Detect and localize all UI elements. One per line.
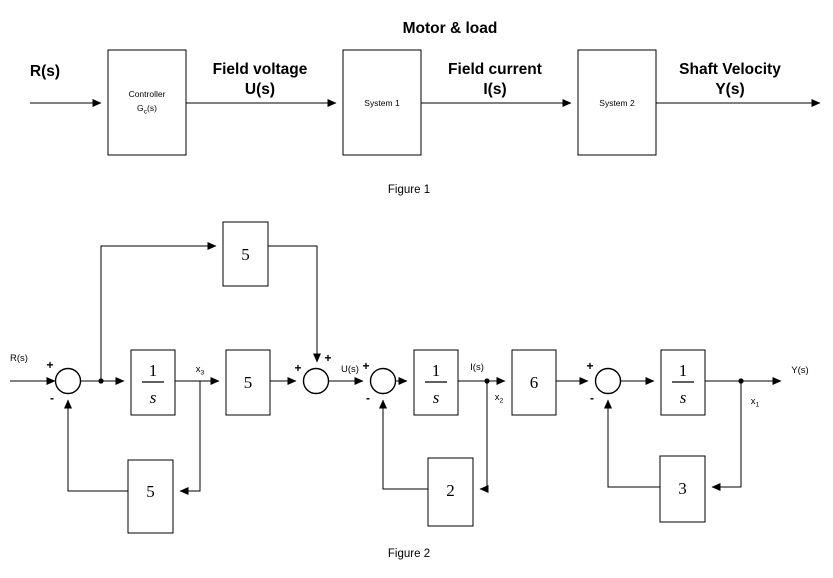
fig2-summing-junction-3 bbox=[369, 367, 397, 395]
integrator2-numerator: 1 bbox=[432, 361, 441, 380]
fig2-wire-top-gain-to-sum2 bbox=[268, 245, 321, 363]
integrator1-denominator: s bbox=[150, 388, 157, 407]
controller-label-line1: Controller bbox=[129, 89, 166, 99]
field-current-label-line1: Field current bbox=[448, 61, 542, 78]
shaft-velocity-label-line1: Shaft Velocity bbox=[679, 61, 781, 78]
fig2-block-feedback-5 bbox=[127, 459, 174, 534]
fig1-block-system1 bbox=[342, 49, 422, 156]
feedback-5-label: 5 bbox=[146, 482, 155, 501]
fig1-input-label: R(s) bbox=[30, 63, 60, 80]
fig2-wire-feedback2-to-sum3 bbox=[379, 399, 428, 490]
x2-symbol: x bbox=[495, 392, 500, 403]
shaft-velocity-label-line2: Y(s) bbox=[715, 81, 744, 98]
fig2-summing-junction-4 bbox=[594, 367, 622, 395]
fig2-wire-feedback3-to-sum4 bbox=[604, 399, 660, 488]
fig2-summing-junction-1 bbox=[54, 367, 82, 395]
integrator1-numerator: 1 bbox=[149, 361, 158, 380]
integrator2-denominator: s bbox=[433, 388, 440, 407]
field-current-label-line2: I(s) bbox=[483, 81, 506, 98]
fig2-block-feedback-3 bbox=[659, 455, 706, 523]
sum3-minus-sign: - bbox=[366, 391, 370, 405]
figure-1-group: Motor & load R(s) Controller Gc(s) Field… bbox=[30, 20, 821, 196]
controller-s-paren: (s) bbox=[147, 103, 157, 113]
sum4-minus-sign: - bbox=[590, 391, 594, 405]
fig2-block-gain-forward-5 bbox=[225, 349, 271, 416]
integrator3-numerator: 1 bbox=[679, 361, 688, 380]
fig2-summing-junction-2 bbox=[302, 367, 330, 395]
fig2-output-label: Y(s) bbox=[791, 365, 808, 376]
controller-c-subscript: c bbox=[144, 108, 148, 115]
fig2-block-gain-6 bbox=[511, 349, 557, 416]
x3-subscript: 3 bbox=[200, 369, 204, 376]
fig2-wire-x3-to-feedback5 bbox=[179, 381, 201, 495]
x3-symbol: x bbox=[196, 364, 201, 375]
figure-2-caption: Figure 2 bbox=[388, 548, 430, 560]
x1-subscript: 1 bbox=[755, 401, 759, 408]
node-label-u: U(s) bbox=[341, 364, 359, 375]
sum1-plus-sign: + bbox=[46, 358, 53, 372]
controller-label-line2: Gc(s) bbox=[137, 103, 157, 115]
fig2-input-label: R(s) bbox=[10, 353, 28, 364]
sum3-plus-sign: + bbox=[362, 359, 369, 373]
gain-forward-5-label: 5 bbox=[244, 373, 253, 392]
sum2-plus-top-sign: + bbox=[324, 351, 331, 365]
state-label-x1: x1 bbox=[751, 396, 760, 408]
sum1-minus-sign: - bbox=[50, 391, 54, 405]
feedback-2-label: 2 bbox=[446, 481, 455, 500]
fig2-wire-x2-to-feedback2 bbox=[479, 381, 489, 493]
figure-1-caption: Figure 1 bbox=[388, 184, 430, 196]
field-voltage-label-line1: Field voltage bbox=[213, 61, 308, 78]
state-label-x2: x2 bbox=[495, 392, 504, 404]
system1-label: System 1 bbox=[364, 98, 400, 108]
fig2-wire-x1-to-feedback3 bbox=[711, 381, 742, 491]
controller-g-symbol: G bbox=[137, 103, 144, 113]
sum2-plus-left-sign: + bbox=[294, 361, 301, 375]
system2-label: System 2 bbox=[599, 98, 635, 108]
fig2-wire-feedback5-to-sum1 bbox=[64, 399, 128, 492]
fig2-wire-branch-to-top-gain bbox=[100, 242, 217, 381]
figure-2-group: R(s) + - 5 1 s x3 5 bbox=[10, 221, 809, 560]
gain-6-label: 6 bbox=[530, 373, 539, 392]
gain-top-5-label: 5 bbox=[241, 245, 250, 264]
integrator3-denominator: s bbox=[680, 388, 687, 407]
x1-symbol: x bbox=[751, 396, 756, 407]
sum4-plus-sign: + bbox=[586, 359, 593, 373]
feedback-3-label: 3 bbox=[678, 479, 687, 498]
state-label-x3: x3 bbox=[196, 364, 205, 376]
x2-subscript: 2 bbox=[499, 397, 503, 404]
fig2-block-feedback-2 bbox=[427, 457, 474, 527]
fig2-block-gain-top-5 bbox=[222, 221, 269, 287]
fig2-block-integrator-2 bbox=[413, 349, 459, 416]
motor-load-label: Motor & load bbox=[403, 20, 498, 37]
node-label-i: I(s) bbox=[470, 362, 484, 373]
fig1-block-system2 bbox=[577, 49, 657, 156]
field-voltage-label-line2: U(s) bbox=[245, 81, 275, 98]
